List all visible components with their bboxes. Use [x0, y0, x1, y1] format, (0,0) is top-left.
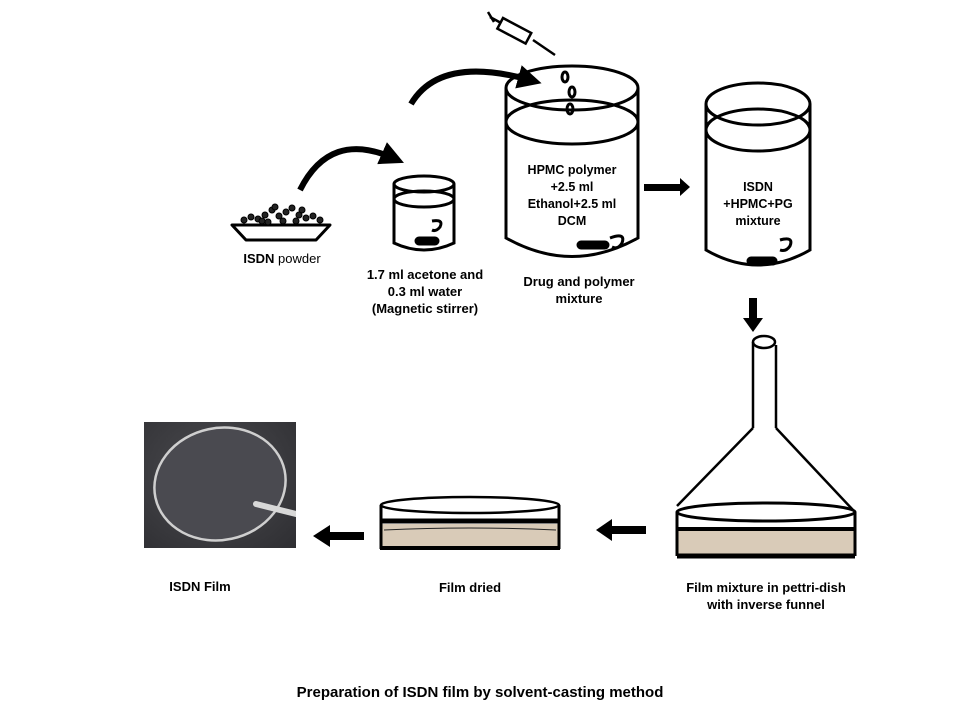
- contents-line: HPMC polymer: [527, 163, 617, 177]
- contents-line: +2.5 ml: [550, 180, 594, 194]
- drug-polymer-label: Drug and polymer mixture: [506, 273, 652, 307]
- curved-arrow-icon: [297, 142, 404, 192]
- solvent-label: 1.7 ml acetone and 0.3 ml water (Magneti…: [352, 266, 498, 317]
- film-photo: [144, 422, 296, 548]
- film-label: ISDN Film: [169, 579, 231, 594]
- contents-line: mixture: [735, 214, 781, 228]
- drug-polymer-label-line: mixture: [555, 291, 603, 306]
- powder-label-bold: ISDN: [243, 251, 275, 266]
- drug-polymer-label-line: Drug and polymer: [523, 274, 635, 289]
- final-mixture-contents: ISDN +HPMC+PG mixture: [708, 179, 808, 230]
- contents-line: +HPMC+PG: [723, 197, 793, 211]
- casting-label-line: with inverse funnel: [707, 597, 825, 612]
- left-arrow-icon: [313, 525, 364, 547]
- syringe-icon: [486, 11, 556, 57]
- right-arrow-icon: [644, 178, 690, 196]
- powder-dish-icon: [230, 203, 332, 242]
- drug-polymer-contents: HPMC polymer +2.5 ml Ethanol+2.5 ml DCM: [508, 162, 636, 230]
- figure-caption: Preparation of ISDN film by solvent-cast…: [296, 684, 664, 701]
- solvent-label-line: (Magnetic stirrer): [371, 301, 479, 316]
- casting-label-line: Film mixture in pettri-dish: [686, 580, 846, 595]
- contents-line: DCM: [557, 214, 587, 228]
- powder-label-rest: powder: [274, 251, 321, 266]
- down-arrow-icon: [743, 298, 763, 332]
- beaker-with-stirrer-icon: [392, 174, 456, 252]
- contents-line: Ethanol+2.5 ml: [527, 197, 617, 211]
- casting-label: Film mixture in pettri-dish with inverse…: [668, 579, 864, 613]
- left-arrow-icon: [596, 519, 646, 541]
- curved-arrow-icon: [408, 65, 542, 106]
- powder-label: ISDN powder: [232, 250, 332, 267]
- dried-label: Film dried: [438, 580, 502, 595]
- funnel-over-petri-dish-icon: [675, 334, 857, 559]
- large-beaker-icon: [504, 64, 640, 258]
- beaker-with-stirrer-icon: [704, 81, 812, 267]
- solvent-label-line: 1.7 ml acetone and: [366, 267, 484, 282]
- solvent-label-line: 0.3 ml water: [387, 284, 463, 299]
- petri-dish-icon: [379, 495, 561, 550]
- contents-line: ISDN: [743, 180, 773, 194]
